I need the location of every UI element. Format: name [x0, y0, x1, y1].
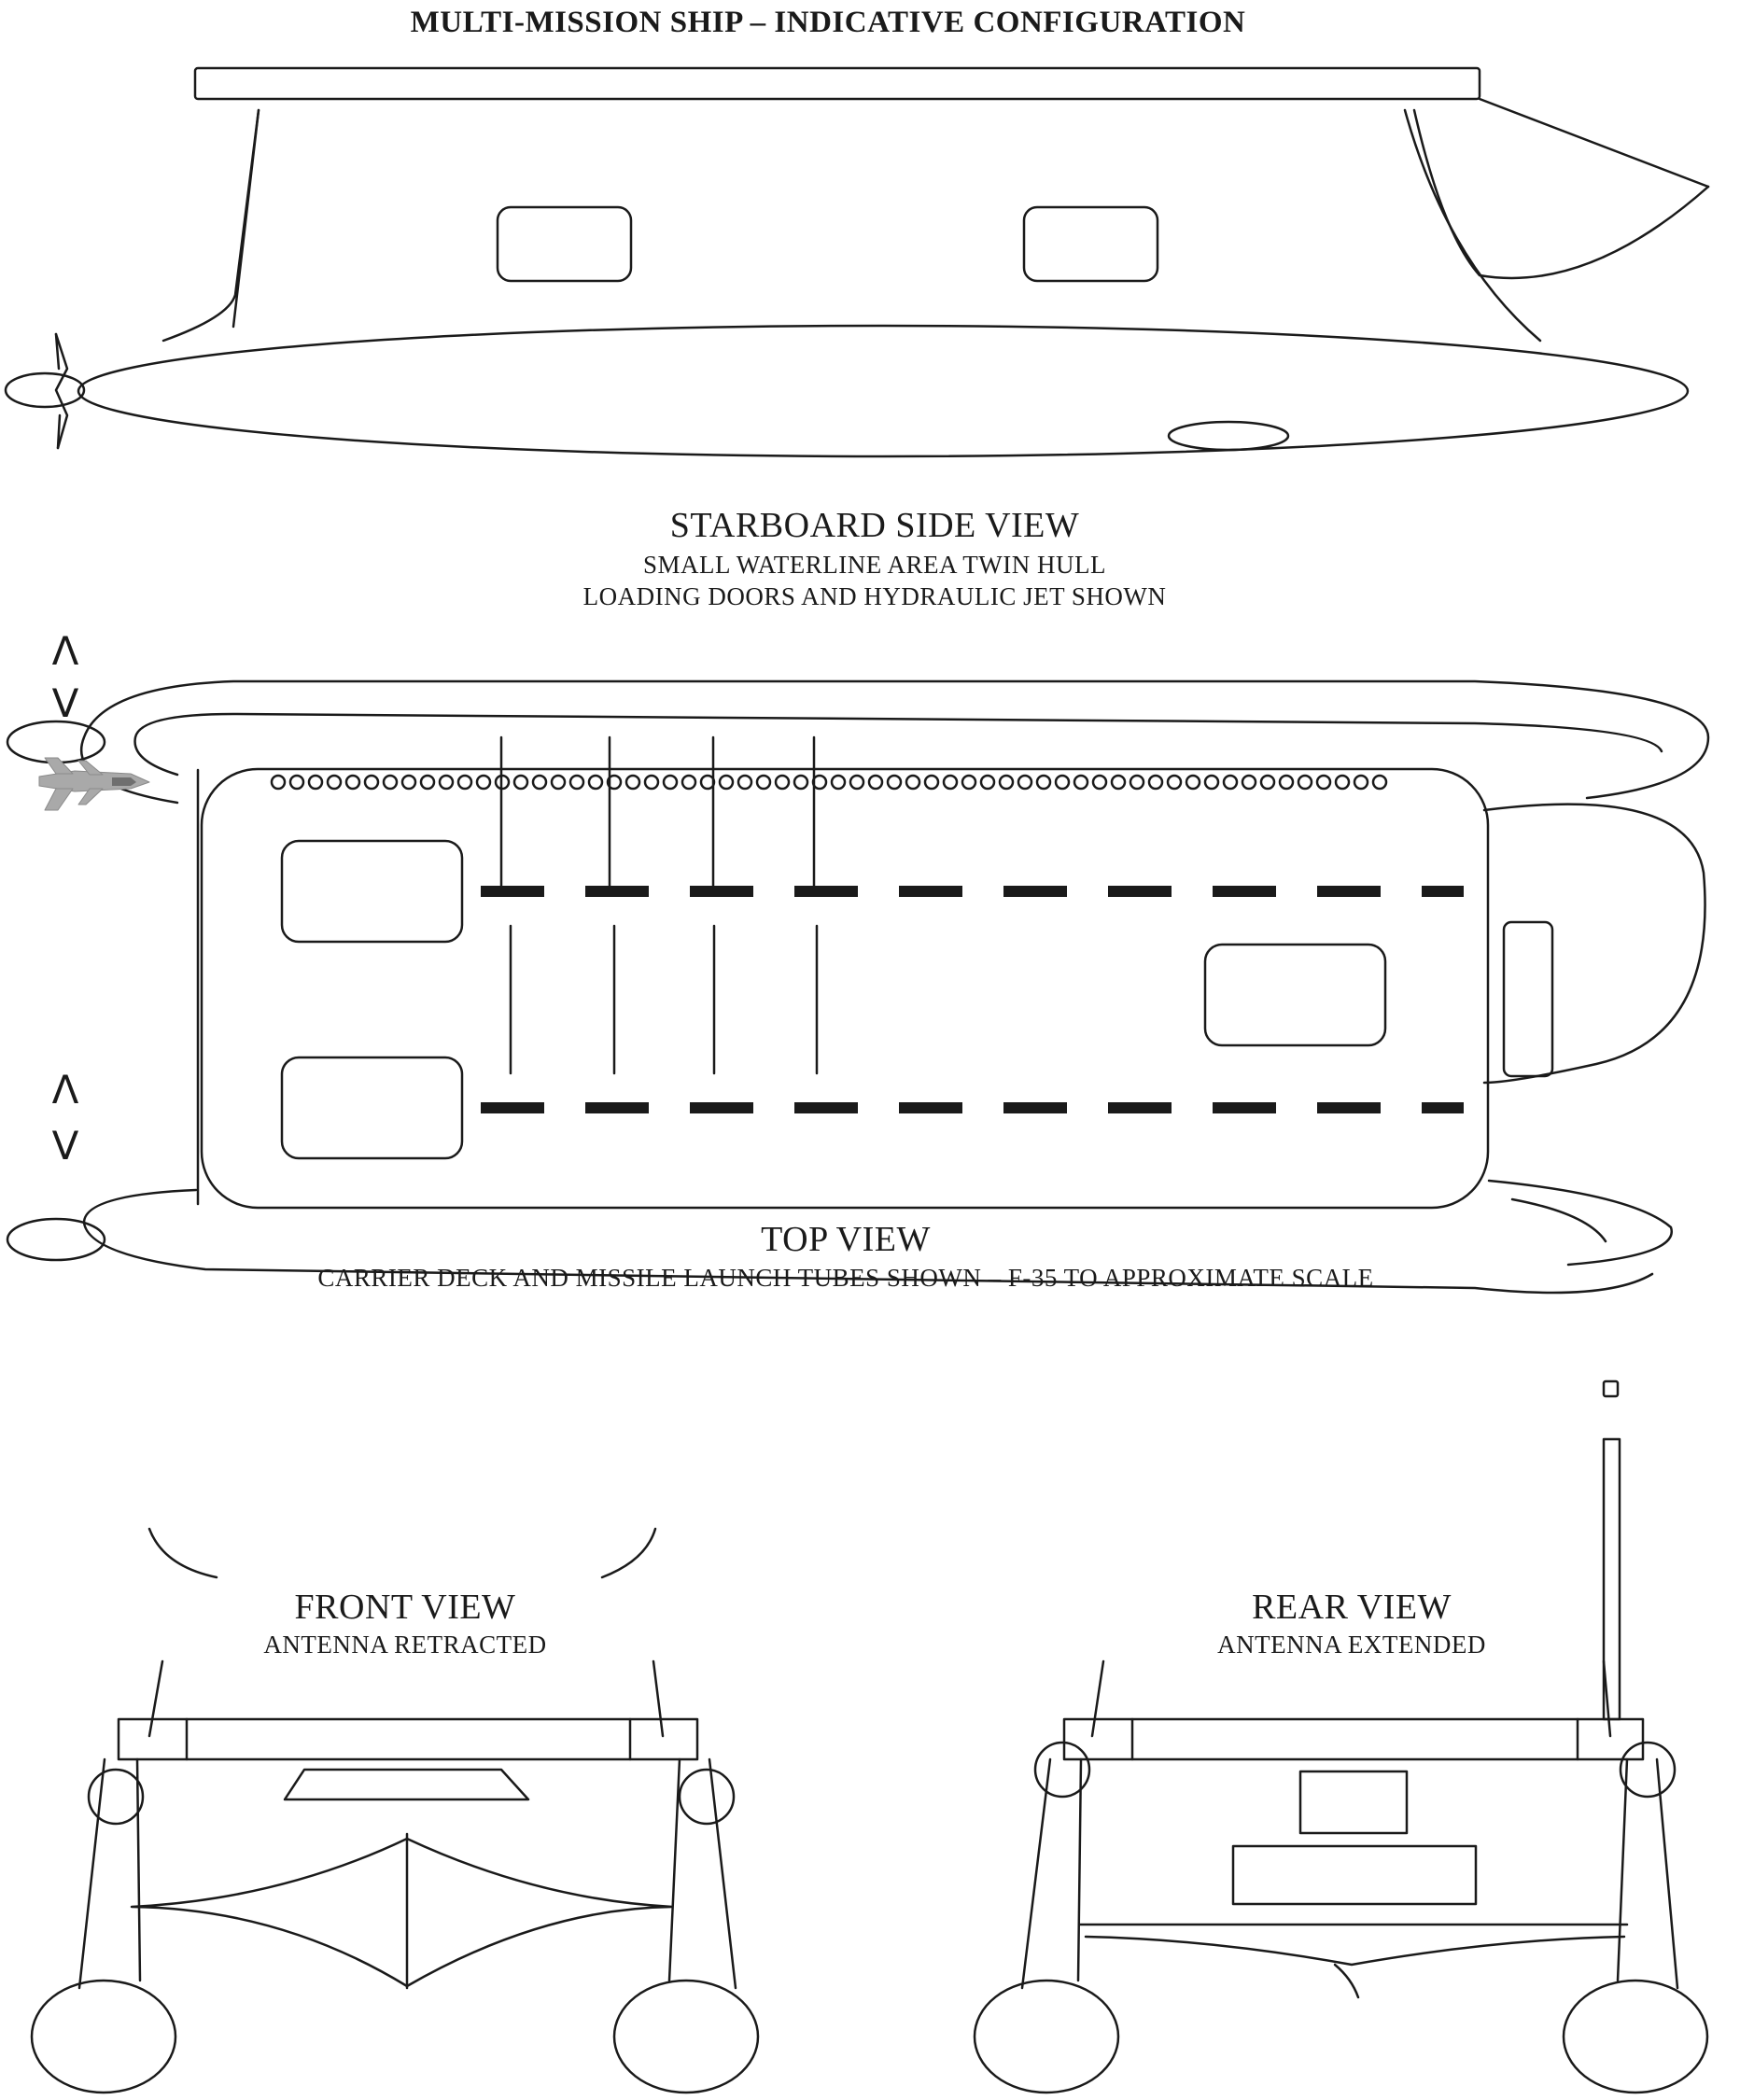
front-leg-left-inner [135, 1757, 142, 1982]
top-lower-hull-stern [1487, 1179, 1673, 1267]
top-view-title: TOP VIEW [761, 1220, 931, 1259]
rear-hull-bottom [1084, 1935, 1626, 1967]
top-carrier-deck [200, 767, 1490, 1210]
top-stern-sponson [1482, 803, 1706, 1085]
arrow-up-2: Λ [52, 1067, 79, 1113]
front-hull-right [612, 1979, 760, 2094]
front-bridge-window [283, 1768, 530, 1801]
rear-view: REAR VIEW ANTENNA EXTENDED [973, 1379, 1709, 2094]
side-stern-strut [1403, 108, 1542, 343]
front-sponson-right [678, 1768, 736, 1826]
side-view: STARBOARD SIDE VIEW SMALL WATERLINE AREA… [4, 66, 1710, 610]
top-missile-tube-row [270, 774, 1388, 791]
arrow-down-2: V [52, 1123, 79, 1169]
rear-view-caption: ANTENNA EXTENDED [1217, 1631, 1486, 1659]
front-antenna-arc-left [147, 1527, 218, 1579]
front-view-caption: ANTENNA RETRACTED [263, 1631, 546, 1659]
rear-leg-left-inner [1076, 1757, 1083, 1982]
top-lower-hull-outer [82, 1188, 1654, 1295]
front-strut-left-top [147, 1659, 164, 1738]
rear-door [1298, 1770, 1409, 1835]
side-loading-door-2 [1022, 205, 1159, 283]
rear-flight-deck [1062, 1717, 1645, 1761]
top-upper-hull-outer [79, 679, 1710, 805]
top-upper-hull-inner [133, 712, 1663, 777]
rear-view-title: REAR VIEW [1252, 1588, 1452, 1627]
rear-sponson-left [1033, 1741, 1091, 1799]
side-stern-deck-edge [1478, 97, 1710, 189]
side-view-caption-2: LOADING DOORS AND HYDRAULIC JET SHOWN [583, 582, 1167, 610]
propeller-icon [6, 720, 106, 764]
front-flight-deck [117, 1717, 699, 1761]
front-leg-left-outer [77, 1757, 106, 1990]
front-leg-right-outer [708, 1757, 737, 1990]
front-sponson-left [87, 1768, 145, 1826]
propeller-icon [6, 1217, 106, 1262]
side-stern-jet-housing [1412, 108, 1710, 280]
front-strut-right-top [652, 1659, 665, 1738]
top-forward-lift-1 [280, 839, 464, 944]
propeller-icon [4, 332, 86, 450]
top-aft-lift [1203, 943, 1387, 1047]
rear-leg-left-outer [1020, 1757, 1052, 1990]
side-view-caption-1: SMALL WATERLINE AREA TWIN HULL [643, 551, 1106, 579]
side-bow-curve [161, 108, 260, 343]
rear-hull-left [973, 1979, 1120, 2094]
top-stern-ramp [1502, 920, 1554, 1078]
arrow-up-1: Λ [52, 628, 79, 674]
arrow-down-1: V [52, 680, 79, 726]
side-lower-hull [77, 324, 1690, 458]
top-view-caption: CARRIER DECK AND MISSILE LAUNCH TUBES SH… [317, 1264, 1373, 1292]
rear-hull-right [1562, 1979, 1709, 2094]
top-view: Λ V Λ V TOP VIEW CARRIER DECK AND MISSIL… [6, 628, 1710, 1295]
front-hull-left [30, 1979, 177, 2094]
rear-keel-tip [1333, 1963, 1360, 1999]
front-view-title: FRONT VIEW [295, 1588, 516, 1627]
aircraft-icon [38, 757, 150, 811]
side-flight-deck [193, 66, 1481, 101]
front-bow-profile [130, 1837, 674, 1988]
front-view: FRONT VIEW ANTENNA RETRACTED [30, 1527, 760, 2094]
front-leg-right-inner [667, 1757, 681, 1982]
rear-strut-right-top [1602, 1659, 1612, 1738]
side-hydraulic-jet [1167, 420, 1290, 452]
rear-leg-right-outer [1655, 1757, 1679, 1990]
antenna-icon [1602, 1379, 1621, 1721]
rear-hangar-door [1231, 1844, 1478, 1906]
top-lower-hull-detail [1510, 1197, 1607, 1243]
front-antenna-arc-right [600, 1527, 657, 1579]
side-view-title: STARBOARD SIDE VIEW [670, 506, 1080, 545]
rear-leg-right-inner [1616, 1757, 1629, 1982]
top-forward-lift-2 [280, 1056, 464, 1160]
rear-strut-left-top [1090, 1659, 1105, 1738]
diagram-title: MULTI-MISSION SHIP – INDICATIVE CONFIGUR… [411, 6, 1246, 39]
side-loading-door-1 [496, 205, 633, 283]
rear-sponson-right [1619, 1741, 1677, 1799]
